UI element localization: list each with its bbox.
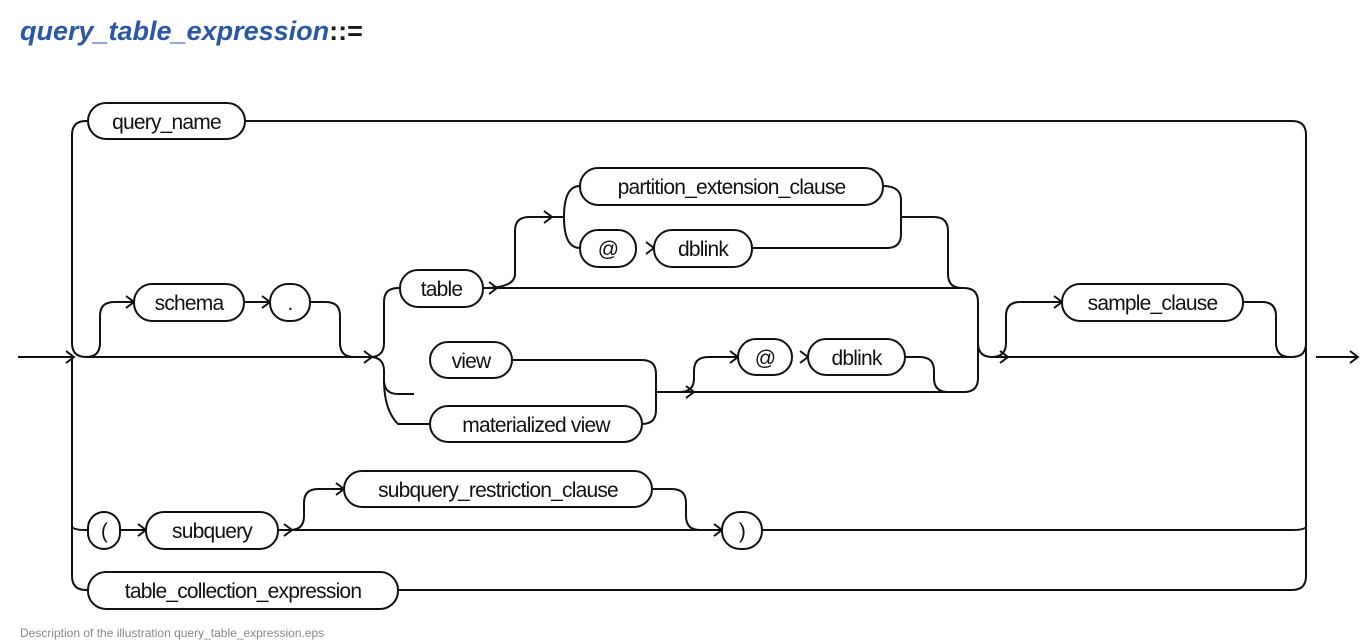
dot-node: .: [269, 283, 311, 322]
svg-text:schema: schema: [155, 292, 225, 315]
subquery-restriction-clause-node: subquery_restriction_clause: [343, 470, 653, 508]
svg-text:table_collection_expression: table_collection_expression: [125, 580, 362, 603]
query-name-node: query_name: [87, 102, 246, 140]
svg-text:subquery: subquery: [172, 520, 253, 543]
rule-name: query_table_expression: [20, 16, 330, 46]
sample-clause-node: sample_clause: [1061, 283, 1244, 322]
svg-text:materialized view: materialized view: [462, 414, 611, 437]
svg-text:view: view: [452, 350, 492, 373]
definition-operator: ::=: [329, 16, 363, 46]
svg-text:sample_clause: sample_clause: [1088, 292, 1218, 315]
svg-text:dblink: dblink: [678, 238, 729, 261]
svg-text:table: table: [421, 278, 463, 301]
svg-text:query_name: query_name: [112, 111, 221, 134]
view-node: view: [429, 341, 513, 379]
svg-text:@: @: [755, 347, 776, 370]
svg-text:.: .: [287, 292, 292, 315]
svg-text:@: @: [598, 238, 619, 261]
subquery-node: subquery: [145, 511, 279, 550]
svg-text:dblink: dblink: [831, 347, 882, 370]
dblink-node: dblink: [653, 229, 753, 268]
dblink-node: dblink: [807, 338, 906, 376]
at-sign-node: @: [579, 229, 637, 268]
svg-text:(: (: [101, 520, 108, 543]
table-collection-expression-node: table_collection_expression: [87, 571, 399, 610]
connector-lines: [18, 120, 1358, 591]
svg-text:subquery_restriction_clause: subquery_restriction_clause: [378, 479, 618, 502]
materialized-view-node: materialized view: [429, 405, 643, 443]
open-paren-node: (: [87, 511, 121, 550]
at-sign-node: @: [737, 338, 793, 376]
partition-extension-clause-node: partition_extension_clause: [579, 167, 884, 206]
table-node: table: [399, 269, 484, 308]
schema-node: schema: [133, 283, 245, 322]
svg-text:partition_extension_clause: partition_extension_clause: [618, 176, 846, 199]
close-paren-node: ): [721, 511, 763, 550]
diagram-title: query_table_expression::=: [20, 16, 363, 47]
svg-text:): ): [739, 520, 745, 543]
illustration-caption: Description of the illustration query_ta…: [20, 626, 325, 640]
